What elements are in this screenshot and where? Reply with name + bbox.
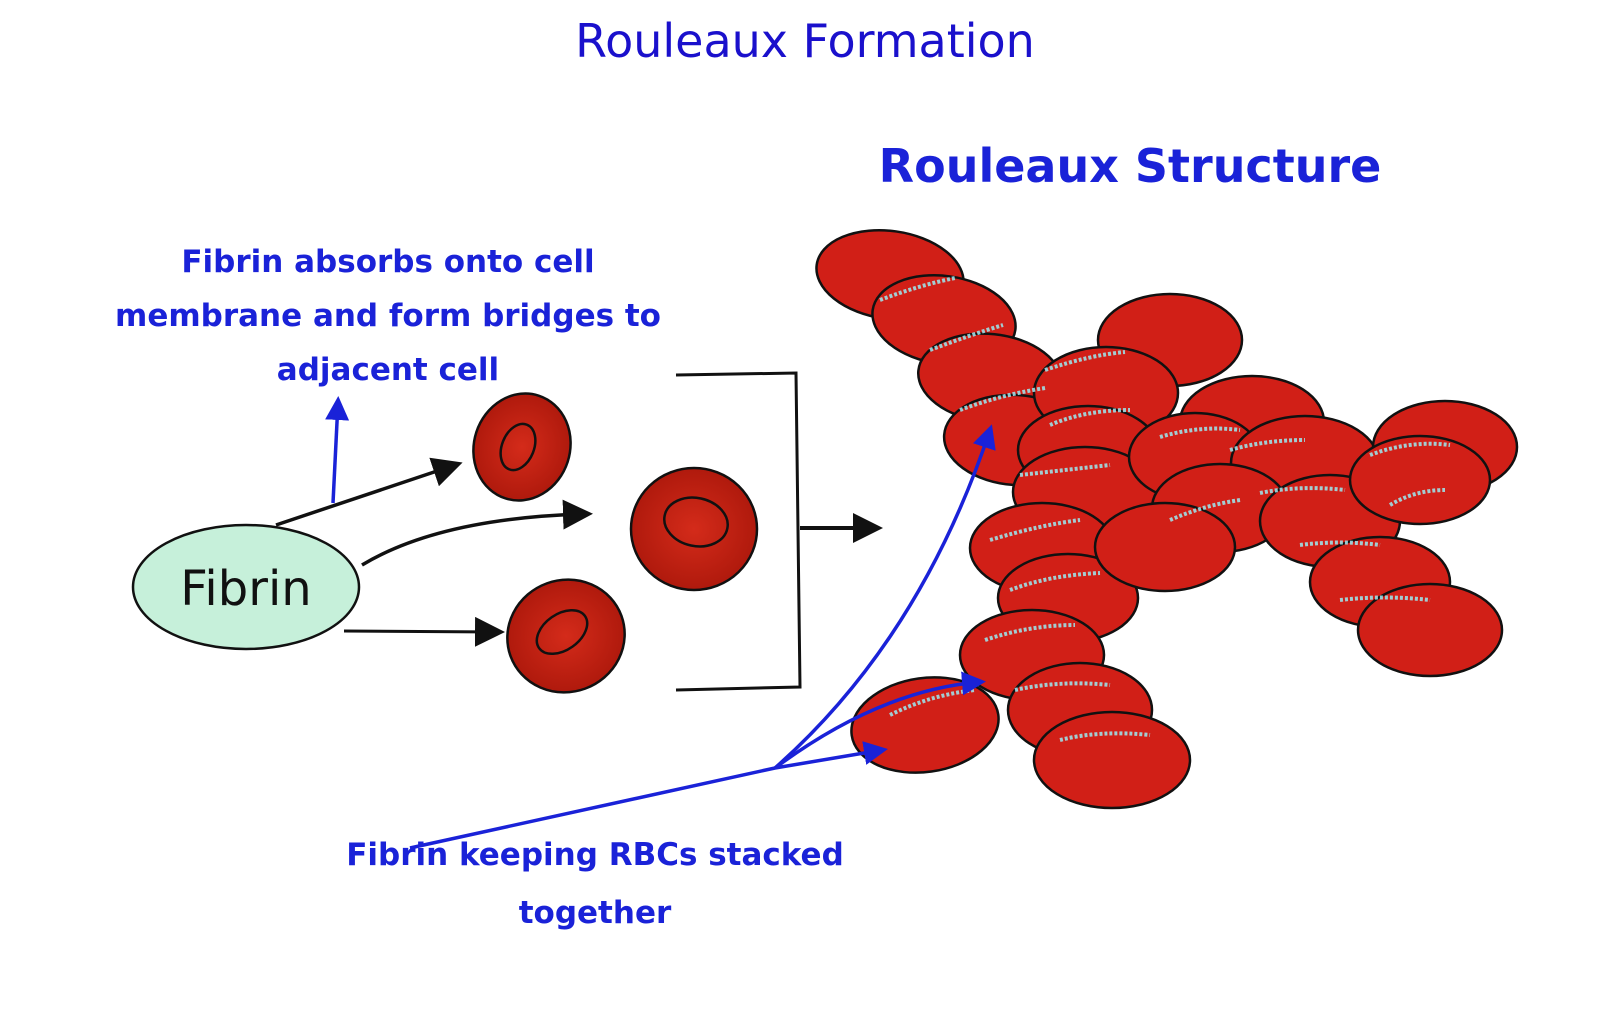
rouleaux-cell	[1032, 710, 1192, 810]
annotation-bottom: Fibrin keeping RBCs stacked together	[346, 837, 844, 931]
annotation-top-line-1: Fibrin absorbs onto cell	[181, 244, 594, 280]
annotation-bottom-arrows	[409, 424, 996, 850]
annotation-bottom-line-1: Fibrin keeping RBCs stacked	[346, 837, 844, 873]
rouleaux-cluster	[815, 228, 1519, 810]
rbc-single-1	[472, 392, 572, 502]
annotation-bottom-line-2: together	[519, 895, 672, 931]
bracket	[675, 371, 802, 692]
fibrin-label: Fibrin	[180, 561, 311, 617]
arrow-to-rouleaux-lower	[409, 741, 888, 850]
rouleaux-cell	[1093, 501, 1237, 593]
annotation-top: Fibrin absorbs onto cell membrane and fo…	[115, 244, 661, 388]
rbc-single-2	[629, 466, 759, 592]
arrow-to-annotation-top	[325, 396, 350, 504]
rouleaux-cell	[1356, 582, 1504, 678]
rouleaux-cell	[1348, 434, 1492, 526]
arrow-fibrin-to-cell-2	[361, 499, 593, 567]
annotation-top-line-3: adjacent cell	[277, 352, 499, 388]
arrow-fibrin-to-cell-1	[275, 457, 463, 527]
page-title: Rouleaux Formation	[575, 14, 1035, 68]
panel-heading: Rouleaux Structure	[879, 139, 1382, 193]
fibrin-node: Fibrin	[131, 523, 361, 651]
fibrin-ellipse	[131, 523, 361, 651]
arrow-fibrin-to-cell-3	[343, 616, 505, 647]
rouleaux-cell	[850, 676, 1000, 774]
arrow-to-rouleaux-middle	[773, 671, 986, 770]
rbc-single-3	[506, 578, 626, 694]
annotation-top-line-2: membrane and form bridges to	[115, 298, 661, 334]
arrow-to-rouleaux-upper	[773, 424, 996, 770]
